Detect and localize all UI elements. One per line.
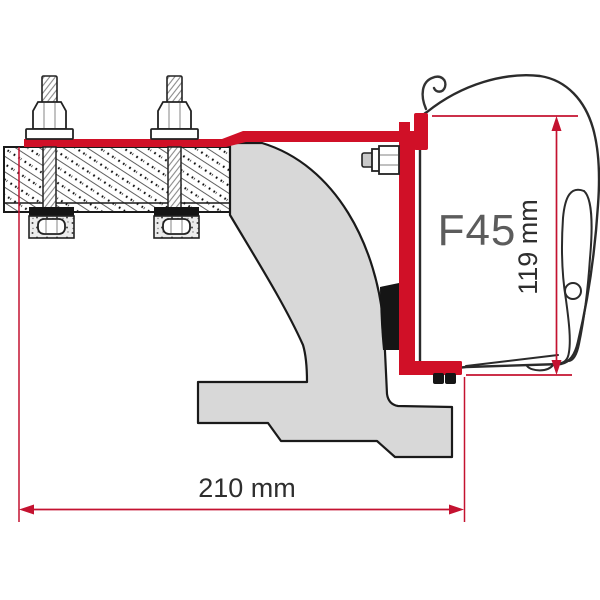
foot-bolt-right [445, 373, 456, 384]
spacer-block [380, 283, 399, 350]
awning-lead-bar-profile [556, 188, 585, 365]
side-bolt-hex [378, 145, 400, 175]
adapter-bracket [24, 113, 462, 375]
case-bottom-bump [526, 364, 554, 372]
foot-bolt-left [433, 373, 444, 384]
width-dimension-label: 210 mm [198, 473, 296, 503]
bolt-shaft-left [42, 146, 57, 214]
arrow-right-icon [449, 504, 464, 515]
arrow-up-icon [551, 116, 562, 131]
awning-lead-bar-profile-right [568, 190, 593, 362]
arrow-down-icon [551, 360, 562, 375]
roof-panel-section [3, 146, 231, 213]
case-underside-line [465, 354, 559, 367]
bracket-vertical-bar [399, 122, 415, 375]
backing-nut-right [153, 206, 200, 239]
vehicle-body-profile [196, 141, 454, 459]
backing-nut-left [28, 206, 75, 239]
lead-bar-notch [564, 282, 582, 300]
dimension-arrowheads [19, 116, 562, 515]
dimension-lines [18, 115, 578, 522]
bracket-side-bolt [361, 145, 400, 175]
height-dimension-label: 119 mm [513, 199, 543, 295]
bracket-rail-hook [414, 113, 428, 150]
mounting-bolt-right [150, 75, 199, 140]
bracket-foot [399, 361, 462, 375]
arrow-left-icon [19, 504, 34, 515]
product-label: F45 [438, 206, 517, 255]
rain-guard-hook-icon [421, 75, 447, 111]
bracket-roof-plate [24, 131, 415, 147]
mounting-bolt-left [25, 75, 74, 140]
bolt-shaft-right [167, 146, 182, 214]
side-bolt-facets [380, 154, 398, 166]
